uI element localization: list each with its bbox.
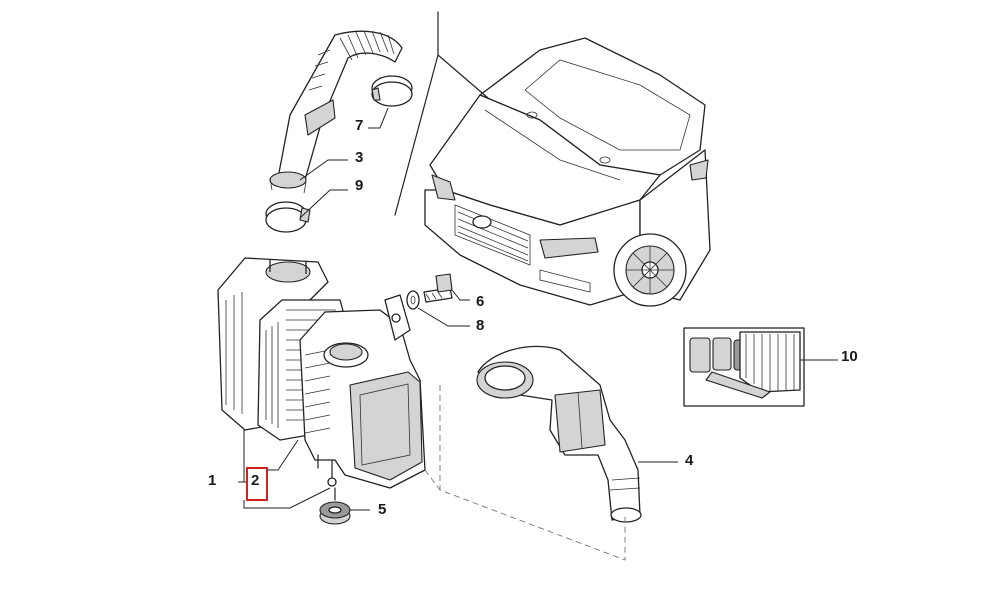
bolt-6 <box>423 273 453 303</box>
car-illustration <box>394 11 711 307</box>
intake-duct-4 <box>476 345 642 523</box>
callout-4: 4 <box>685 452 694 469</box>
callout-2: 2 <box>251 472 260 489</box>
callout-10: 10 <box>841 348 858 365</box>
callout-7: 7 <box>355 117 364 134</box>
callout-2-highlight-box <box>246 467 268 501</box>
leader-lines <box>238 107 838 511</box>
callout-3: 3 <box>355 149 364 166</box>
intake-hose-upper <box>269 30 403 194</box>
hose-clamp-9 <box>265 201 311 233</box>
washer-8 <box>406 290 420 310</box>
air-filter-housing <box>217 257 426 489</box>
filter-kit-10 <box>683 327 805 407</box>
hose-clamp-7 <box>371 75 413 107</box>
callout-5: 5 <box>378 501 387 518</box>
callout-6: 6 <box>476 293 485 310</box>
callout-9: 9 <box>355 177 364 194</box>
callout-1: 1 <box>208 472 217 489</box>
callout-8: 8 <box>476 317 485 334</box>
rubber-grommet-5 <box>319 487 351 525</box>
